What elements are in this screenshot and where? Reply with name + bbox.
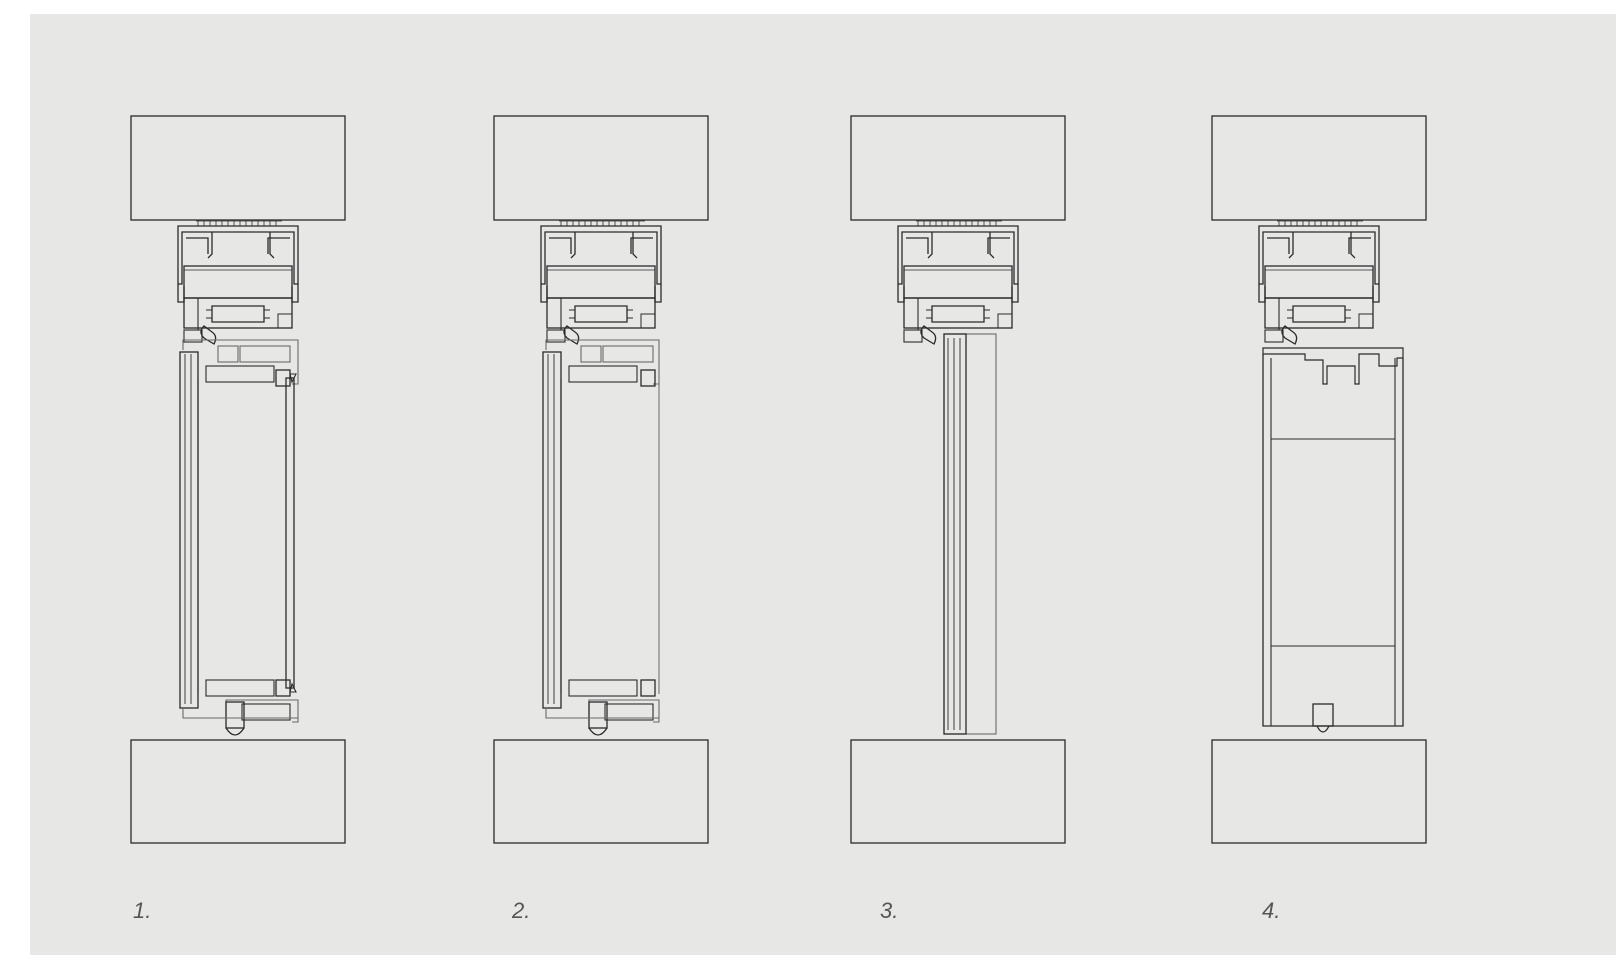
panel-background — [30, 14, 1616, 955]
sill-wall-block — [130, 739, 346, 844]
head-fin-center-left — [570, 232, 576, 259]
sill-wall-block — [1211, 739, 1427, 844]
head-fin-right — [1348, 237, 1371, 254]
head-lip-right — [654, 284, 662, 303]
right-gasket-bottom — [289, 682, 297, 693]
head-lip-right — [1372, 284, 1380, 303]
panel-top-profile — [1262, 347, 1404, 385]
section-label-4: 4. — [1262, 898, 1281, 923]
head-fin-center-right — [989, 232, 995, 259]
bottom-guide-roller — [588, 727, 608, 736]
head-wall-block — [493, 115, 709, 221]
roller-housing-lugs — [926, 309, 990, 319]
head-fin-center-right — [269, 232, 275, 259]
sash-top-outline — [182, 339, 299, 385]
head-fin-center-left — [1288, 232, 1294, 259]
head-subframe-stop — [640, 313, 655, 328]
sash-top-gasket — [640, 369, 656, 387]
head-track-outline — [897, 225, 1019, 285]
head-wall-block — [850, 115, 1066, 221]
section-label-2: 2. — [512, 898, 531, 923]
roller-housing — [574, 305, 628, 323]
roller-housing-lugs — [1287, 309, 1351, 319]
sill-wall-block — [493, 739, 709, 844]
head-fin-center-left — [927, 232, 933, 259]
head-wall-block — [130, 115, 346, 221]
sash-top-box-small — [217, 345, 239, 363]
section-label-1: 1. — [133, 898, 152, 923]
bottom-guide-roller — [225, 727, 245, 736]
head-subframe-stop — [277, 313, 292, 328]
head-subframe — [1264, 297, 1374, 329]
head-track-outline — [1258, 225, 1380, 285]
roller-housing-lugs — [569, 309, 633, 319]
head-hook — [1281, 325, 1298, 345]
head-fin-left — [906, 237, 929, 254]
roller-housing — [931, 305, 985, 323]
roller-housing — [211, 305, 265, 323]
head-subframe — [903, 297, 1013, 329]
roller-housing — [1292, 305, 1346, 323]
head-fin-left — [549, 237, 572, 254]
sash-top-box-large — [602, 345, 654, 363]
head-lip-left — [1258, 284, 1266, 303]
head-lip-left — [540, 284, 548, 303]
head-fin-center-right — [1350, 232, 1356, 259]
sash-bottom-gasket — [275, 679, 291, 697]
drawing-panel — [30, 14, 1616, 955]
head-lip-left — [177, 284, 185, 303]
right-gasket-top — [289, 373, 297, 384]
head-track-outline — [540, 225, 662, 285]
section-4 — [1211, 115, 1427, 844]
head-fin-center-right — [632, 232, 638, 259]
head-wall-block — [1211, 115, 1427, 221]
head-lip-left — [897, 284, 905, 303]
head-subframe-stop — [1358, 313, 1373, 328]
section-2 — [493, 115, 709, 844]
head-hook — [200, 325, 217, 345]
head-hook — [563, 325, 580, 345]
head-lip-right — [291, 284, 299, 303]
bottom-guide — [225, 701, 245, 729]
sash-bottom-box — [241, 703, 291, 721]
panel-bottom-guide — [1312, 703, 1334, 727]
section-1 — [130, 115, 346, 844]
head-subframe — [183, 297, 293, 329]
head-lip-right — [1011, 284, 1019, 303]
sash-top-box-lower — [568, 365, 638, 383]
roller-housing-lugs — [206, 309, 270, 319]
bottom-guide — [588, 701, 608, 729]
fixed-glass-bead — [943, 333, 967, 735]
head-fin-left — [186, 237, 209, 254]
sash-bottom-box-upper — [205, 679, 275, 697]
head-hook — [920, 325, 937, 345]
section-label-3: 3. — [880, 898, 899, 923]
head-subframe — [546, 297, 656, 329]
head-fin-center-left — [207, 232, 213, 259]
head-track-outline — [177, 225, 299, 285]
head-fin-left — [1267, 237, 1290, 254]
sash-bottom-box — [604, 703, 654, 721]
head-subframe-stop — [997, 313, 1012, 328]
head-fin-right — [987, 237, 1010, 254]
head-fin-right — [267, 237, 290, 254]
sash-top-box-small — [580, 345, 602, 363]
section-3 — [850, 115, 1066, 844]
sash-bottom-gasket — [640, 679, 656, 697]
sash-top-outline — [545, 339, 660, 385]
section-drawings — [30, 14, 1616, 955]
head-fin-right — [630, 237, 653, 254]
sash-bottom-box-upper — [568, 679, 638, 697]
panel-bottom-roller — [1316, 725, 1330, 733]
sash-top-box-large — [239, 345, 291, 363]
sash-top-box-lower — [205, 365, 275, 383]
sill-wall-block — [850, 739, 1066, 844]
